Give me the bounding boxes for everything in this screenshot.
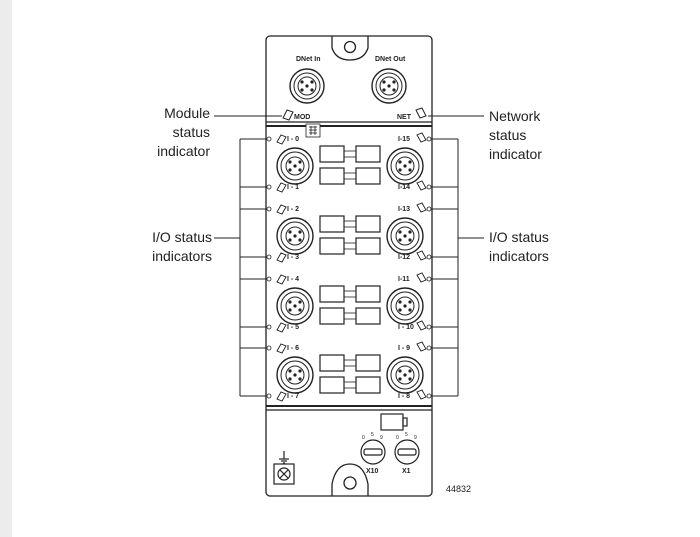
terminal-block: [319, 215, 381, 255]
terminal-block: [319, 285, 381, 325]
callout-line: indicators: [152, 248, 212, 264]
terminal-block: [319, 354, 381, 394]
callout-line: indicators: [489, 248, 549, 264]
callout-line: indicator: [157, 143, 210, 159]
svg-text:9: 9: [380, 435, 383, 441]
terminal-block: [319, 145, 381, 185]
callout-line: I/O status: [152, 229, 212, 245]
io-led-icon: [416, 202, 427, 213]
io-led-icon: [276, 322, 287, 333]
callout-line: status: [489, 127, 527, 143]
io-connector-left: [276, 217, 314, 255]
x1-label: X1: [402, 468, 411, 475]
io-label-right: I-13: [398, 206, 410, 213]
io-label-right: I - 9: [398, 345, 410, 352]
io-led-icon: [276, 391, 287, 402]
io-connector-right: [386, 287, 424, 325]
io-led-icon: [416, 320, 427, 331]
io-label-left: I - 5: [287, 324, 299, 331]
io-led-icon: [276, 274, 287, 285]
dnet-in-connector: [289, 68, 325, 104]
net-led-icon: [415, 107, 427, 119]
io-label-left: I - 3: [287, 254, 299, 261]
io-led-icon: [276, 204, 287, 215]
module-status-callout: Module status indicator: [130, 104, 210, 161]
ground-terminal: [273, 463, 295, 485]
callout-line: Network: [489, 108, 541, 124]
io-connector-right: [386, 356, 424, 394]
io-label-right: I-12: [398, 254, 410, 261]
svg-text:5: 5: [405, 432, 408, 438]
callout-line: Module: [164, 105, 210, 121]
io-label-left: I - 7: [287, 393, 299, 400]
svg-text:0: 0: [362, 435, 365, 441]
svg-text:9: 9: [414, 435, 417, 441]
svg-text:5: 5: [371, 432, 374, 438]
io-label-right: I - 8: [398, 393, 410, 400]
callout-line: status: [172, 124, 210, 140]
x10-rotary-switch: [360, 439, 386, 465]
io-led-icon: [276, 252, 287, 263]
io-connector-right: [386, 217, 424, 255]
io-led-icon: [276, 134, 287, 145]
io-led-icon: [416, 132, 427, 143]
io-connector-left: [276, 147, 314, 185]
diagram-sheet: [12, 0, 700, 537]
x1-rotary-switch: [394, 439, 420, 465]
bottom-mounting-hole: [343, 476, 357, 490]
module-body: [265, 35, 433, 497]
io-connector-left: [276, 356, 314, 394]
net-label: NET: [397, 114, 412, 121]
io-led-icon: [416, 389, 427, 400]
io-label-right: I-14: [398, 184, 410, 191]
io-label-left: I - 4: [287, 276, 299, 283]
x10-label: X10: [366, 468, 379, 475]
io-label-right: I-11: [398, 276, 410, 283]
callout-line: I/O status: [489, 229, 549, 245]
io-label-left: I - 2: [287, 206, 299, 213]
io-connector-right: [386, 147, 424, 185]
dnet-out-connector: [371, 68, 407, 104]
dnet-out-label: DNet Out: [375, 56, 406, 63]
io-label-right: I-15: [398, 136, 410, 143]
io-left-callout: I/O status indicators: [120, 228, 212, 266]
top-mounting-hole: [343, 40, 357, 54]
io-label-left: I - 0: [287, 136, 299, 143]
io-led-icon: [416, 272, 427, 283]
bottom-mounting-tab: [331, 463, 369, 496]
io-right-callout: I/O status indicators: [489, 228, 581, 266]
top-mounting-tab: [331, 36, 369, 61]
io-led-icon: [416, 180, 427, 191]
io-label-left: I - 1: [287, 184, 299, 191]
dnet-in-label: DNet In: [296, 56, 321, 63]
svg-text:0: 0: [396, 435, 399, 441]
io-label-left: I - 6: [287, 345, 299, 352]
mod-led-icon: [282, 109, 294, 121]
config-switch: [380, 413, 404, 431]
grid-icon: [305, 123, 321, 138]
io-led-icon: [276, 343, 287, 354]
io-led-icon: [276, 182, 287, 193]
mod-label: MOD: [294, 114, 310, 121]
io-label-right: I - 10: [398, 324, 414, 331]
figure-number: 44832: [446, 484, 471, 494]
io-connector-left: [276, 287, 314, 325]
io-led-icon: [416, 250, 427, 261]
io-led-icon: [416, 341, 427, 352]
callout-line: indicator: [489, 146, 542, 162]
network-status-callout: Network status indicator: [489, 107, 579, 164]
